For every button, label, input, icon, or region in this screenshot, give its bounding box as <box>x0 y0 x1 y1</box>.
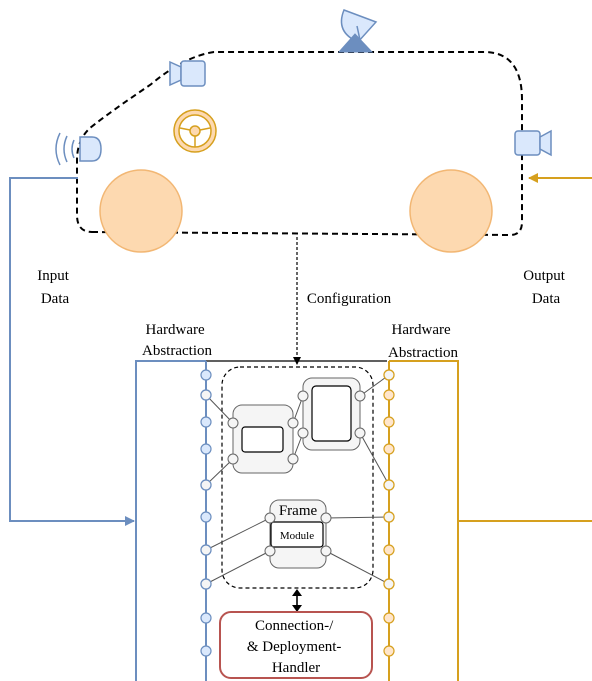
deployment-double-arrow <box>292 589 302 612</box>
configuration-label: Configuration <box>307 291 392 307</box>
frame-label: Frame <box>279 503 318 519</box>
wheel-rear <box>409 169 493 253</box>
module-block-1 <box>227 404 299 474</box>
hardware-abstraction-left-label: Hardware Abstraction <box>142 322 212 359</box>
module-label: Module <box>280 530 314 542</box>
frame-module-block: Frame Module <box>264 499 332 569</box>
frame-container <box>221 366 374 589</box>
module-block-2 <box>297 377 366 451</box>
steering-wheel-icon <box>173 109 217 153</box>
input-label: Input Data <box>37 268 72 307</box>
satellite-dish-icon <box>337 9 378 53</box>
right-hw-boundary <box>389 360 459 681</box>
wheel-front <box>99 169 183 253</box>
camera-icon <box>169 60 206 87</box>
radar-sensor-icon <box>55 132 102 166</box>
input-data-arrow <box>9 177 135 526</box>
camera-icon-rear <box>514 129 552 157</box>
left-hw-boundary <box>135 360 206 681</box>
vehicle <box>55 9 552 253</box>
connection-deployment-handler: Connection-/ & Deployment- Handler <box>219 611 373 679</box>
car-body-outline <box>76 51 523 237</box>
port-connections <box>205 374 390 585</box>
hardware-abstraction-right-label: Hardware Abstraction <box>388 322 458 361</box>
handler-label: Connection-/ & Deployment- Handler <box>247 618 345 676</box>
software-platform: Frame Module <box>135 360 459 681</box>
output-label: Output Data <box>523 268 568 307</box>
